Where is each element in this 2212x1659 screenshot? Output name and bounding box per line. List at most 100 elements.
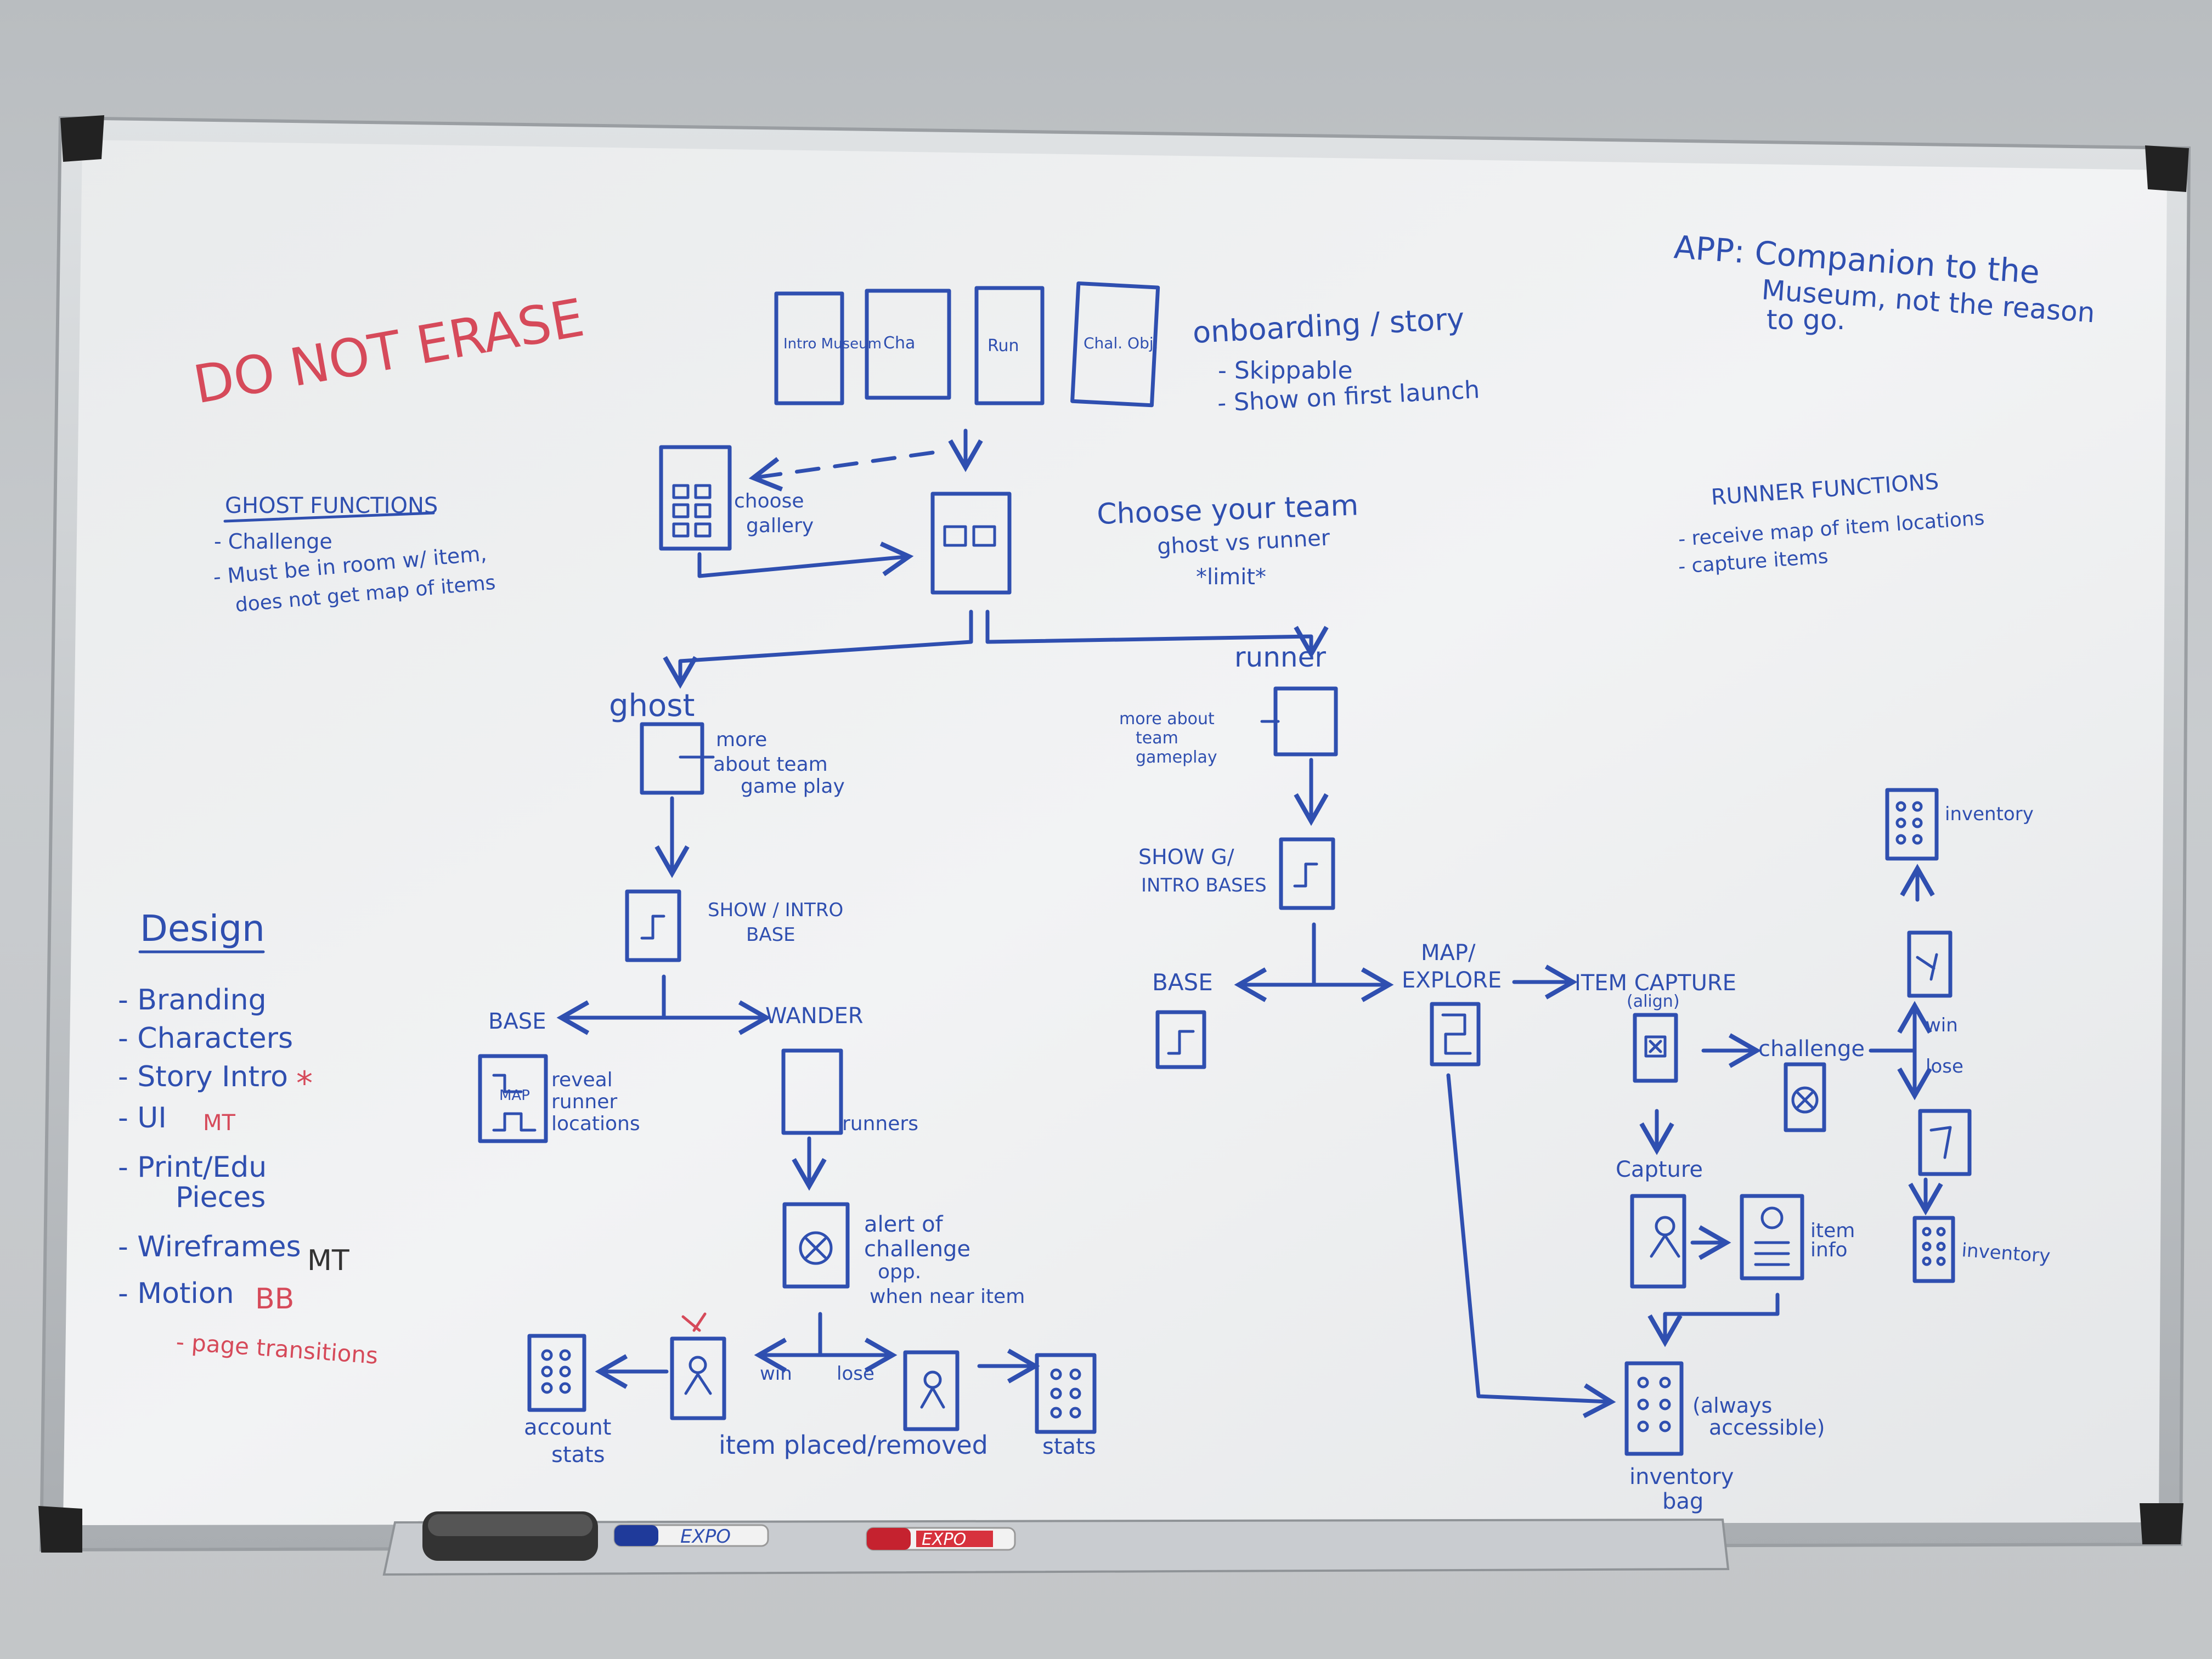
ghost-base-map-screen — [478, 1054, 548, 1143]
red-marker: EXPO — [866, 1527, 1016, 1551]
runner-show-label: SHOW G/ — [1138, 845, 1234, 869]
ghost-alert-label: challenge — [864, 1237, 970, 1262]
always-accessible-label: (always — [1692, 1393, 1772, 1418]
runner-more-label: more about — [1119, 709, 1215, 729]
ghost-title: ghost — [609, 688, 695, 724]
runner-win-label: win — [1926, 1014, 1958, 1036]
gallery-label: choose — [734, 490, 804, 512]
design-title: Design — [140, 907, 265, 950]
runner-flow: runner more about team gameplay SHOW G/ … — [1119, 641, 2051, 1514]
ghost-show-label: BASE — [746, 924, 795, 946]
item-capture-screen — [1633, 1013, 1678, 1083]
item-info-label: info — [1810, 1239, 1848, 1261]
design-item: - Story Intro — [118, 1060, 288, 1093]
runner-map-screen — [1430, 1002, 1481, 1066]
ghost-base-map-label: MAP — [499, 1087, 530, 1104]
runner-show-label: INTRO BASES — [1141, 874, 1267, 896]
onboarding-screen — [1070, 281, 1160, 408]
runner-map-label: EXPLORE — [1402, 968, 1502, 993]
runner-title: runner — [1234, 641, 1326, 673]
design-mt-tag: MT — [307, 1244, 349, 1277]
ghost-alert-label: alert of — [864, 1212, 944, 1237]
ghost-runners-label: runners — [842, 1113, 918, 1135]
ghost-base-label: BASE — [488, 1009, 546, 1034]
always-accessible-label: accessible) — [1709, 1415, 1825, 1440]
runner-base-screen — [1155, 1010, 1206, 1069]
runner-base-label: BASE — [1152, 969, 1213, 996]
design-bb-tag: BB — [255, 1283, 294, 1316]
ghost-item-placed-screen — [670, 1336, 726, 1420]
item-info-label: item — [1810, 1220, 1855, 1242]
ghost-reveal-label: reveal — [551, 1069, 613, 1091]
runner-capture-label: Capture — [1616, 1157, 1703, 1182]
inventory-bag-screen — [1624, 1361, 1684, 1456]
onboarding-screen — [774, 291, 844, 405]
choose-gallery-screen: choose gallery — [659, 445, 935, 578]
ghost-reveal-label: locations — [551, 1113, 640, 1135]
account-stats-label: stats — [551, 1442, 605, 1468]
app-note-line-3: to go. — [1767, 304, 1845, 336]
runner-more-label: team — [1136, 729, 1178, 748]
onboarding-screen — [865, 289, 951, 400]
design-item: - Characters — [118, 1022, 293, 1055]
item-info-screen — [1740, 1194, 1804, 1280]
ghost-item-removed-screen — [903, 1350, 960, 1431]
runner-map-label: MAP/ — [1421, 940, 1476, 966]
runner-challenge-label: challenge — [1758, 1036, 1865, 1062]
item-capture-title: ITEM CAPTURE — [1575, 970, 1736, 996]
ghost-alert-label: opp. — [878, 1261, 921, 1283]
ghost-function-item: - Challenge — [214, 529, 332, 554]
whiteboard-frame — [38, 115, 2191, 1576]
runner-inventory-label: inventory — [1945, 803, 2034, 825]
runner-capture-screen — [1630, 1194, 1686, 1289]
ghost-flow: ghost more about team game play SHOW / I… — [478, 688, 1097, 1468]
runner-more-label: gameplay — [1136, 748, 1217, 767]
ghost-wander-screen — [781, 1048, 843, 1135]
item-capture-align: (align) — [1627, 992, 1680, 1011]
runner-challenge-screen — [1784, 1062, 1826, 1132]
ghost-alert-label: when near item — [870, 1285, 1025, 1308]
ghost-alert-screen — [782, 1202, 850, 1289]
ghost-reveal-label: runner — [551, 1091, 617, 1113]
design-item: - Print/Edu — [118, 1151, 267, 1184]
runner-inventory-mid-screen — [1912, 1216, 1955, 1283]
runner-inventory-top-screen — [1885, 788, 1939, 861]
onboarding-screen-label: Run — [988, 336, 1019, 356]
onboarding-screen — [974, 286, 1045, 405]
red-marker-brand: EXPO — [922, 1530, 966, 1549]
design-item: - Motion — [118, 1277, 234, 1310]
stats-label: stats — [1042, 1434, 1096, 1459]
blue-marker: EXPO — [613, 1524, 769, 1548]
team-limit: *limit* — [1196, 565, 1266, 590]
ghost-show-label: SHOW / INTRO — [708, 899, 843, 921]
design-item: Pieces — [176, 1181, 266, 1214]
item-placed-label: item placed/removed — [719, 1430, 988, 1460]
onboarding-screens: Intro Museum Cha Run Chal. Obj. onboardi… — [774, 281, 1480, 472]
ghost-more-label: about team — [713, 753, 828, 776]
inventory-bag-label: bag — [1662, 1489, 1703, 1514]
design-item: - Branding — [118, 984, 267, 1017]
gallery-label: gallery — [746, 515, 814, 537]
runner-show-bases-screen — [1279, 837, 1335, 910]
blue-marker-brand: EXPO — [680, 1526, 731, 1548]
eraser — [422, 1511, 598, 1561]
stats-screen — [1035, 1353, 1097, 1434]
runner-lose-label: lose — [1926, 1056, 1963, 1077]
design-item: - UI — [118, 1102, 167, 1135]
design-mt-tag: MT — [203, 1110, 236, 1136]
onboarding-subitem: - Skippable — [1218, 357, 1353, 385]
ghost-win-label: win — [760, 1363, 792, 1385]
account-stats-screen — [527, 1334, 586, 1412]
runner-captured-screen — [1907, 930, 1953, 998]
design-item: - Wireframes — [118, 1231, 301, 1263]
design-star-tag: * — [296, 1064, 313, 1103]
inventory-bag-label: inventory — [1629, 1464, 1734, 1489]
ghost-show-base-screen — [625, 889, 681, 962]
onboarding-screen-label: Chal. Obj. — [1084, 334, 1159, 352]
ghost-wander-label: WANDER — [765, 1003, 864, 1029]
ghost-lose-label: lose — [837, 1363, 874, 1385]
onboarding-screen-label: Cha — [883, 334, 915, 353]
runner-lose-screen — [1918, 1109, 1972, 1176]
account-stats-label: account — [524, 1415, 611, 1440]
